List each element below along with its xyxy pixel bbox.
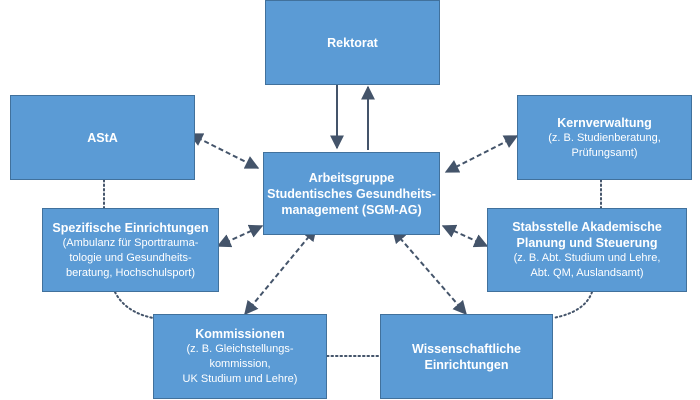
node-kommissionen[interactable]: Kommissionen (z. B. Gleichstellungs- kom… xyxy=(153,314,327,399)
node-kernverwaltung-desc-line: (z. B. Studienberatung, xyxy=(548,131,661,144)
node-kernverwaltung-desc-line: Prüfungsamt) xyxy=(571,146,638,159)
node-stabsstelle-desc-line: (z. B. Abt. Studium und Lehre, xyxy=(513,252,661,264)
node-center-title-line: Arbeitsgruppe xyxy=(308,170,395,185)
node-rektorat[interactable]: Rektorat xyxy=(265,0,440,85)
node-kernverwaltung[interactable]: Kernverwaltung (z. B. Studienberatung, P… xyxy=(517,95,692,180)
node-rektorat-title: Rektorat xyxy=(327,35,378,50)
node-spezifische-desc-line: tologie und Gesundheits- xyxy=(69,251,192,264)
node-kommissionen-desc-line: UK Studium und Lehre) xyxy=(182,373,298,385)
node-asta-title: AStA xyxy=(87,130,118,145)
node-spezifische-title: Spezifische Einrichtungen xyxy=(52,220,209,235)
dotted-spezifische-kommissionen xyxy=(114,291,154,319)
node-kommissionen-title: Kommissionen xyxy=(195,327,285,341)
node-wissenschaftliche-title-line: Wissenschaftliche xyxy=(412,341,521,356)
arrow-asta-center xyxy=(188,133,260,169)
node-stabsstelle-title-line: Planung und Steuerung xyxy=(516,236,658,250)
arrow-kommissionen-center xyxy=(244,226,317,316)
arrow-stabsstelle-center xyxy=(441,224,489,248)
node-spezifische[interactable]: Spezifische Einrichtungen (Ambulanz für … xyxy=(42,208,219,292)
node-center[interactable]: Arbeitsgruppe Studentisches Gesundheits-… xyxy=(263,152,440,235)
node-asta[interactable]: AStA xyxy=(10,95,195,180)
arrow-spezifische-center xyxy=(216,224,264,248)
node-kommissionen-desc-line: (z. B. Gleichstellungs- xyxy=(186,343,294,355)
dotted-stabsstelle-wissenschaftliche xyxy=(552,291,593,319)
arrow-kernverwaltung-center xyxy=(444,135,519,173)
node-wissenschaftliche[interactable]: Wissenschaftliche Einrichtungen xyxy=(380,314,553,399)
node-kernverwaltung-title: Kernverwaltung xyxy=(557,115,652,130)
node-spezifische-desc-line: beratung, Hochschulsport) xyxy=(65,266,195,279)
node-kommissionen-desc-line: kommission, xyxy=(209,358,271,370)
arrow-wissenschaftliche-center xyxy=(392,228,467,316)
node-stabsstelle[interactable]: Stabsstelle Akademische Planung und Steu… xyxy=(487,208,687,292)
node-stabsstelle-desc-line: Abt. QM, Auslandsamt) xyxy=(530,267,644,279)
node-center-title-line: management (SGM-AG) xyxy=(281,202,422,217)
node-wissenschaftliche-title-line: Einrichtungen xyxy=(424,357,509,372)
node-center-title-line: Studentisches Gesundheits- xyxy=(267,186,436,201)
node-stabsstelle-title-line: Stabsstelle Akademische xyxy=(512,220,662,234)
node-spezifische-desc-line: (Ambulanz für Sporttrauma- xyxy=(62,236,199,249)
